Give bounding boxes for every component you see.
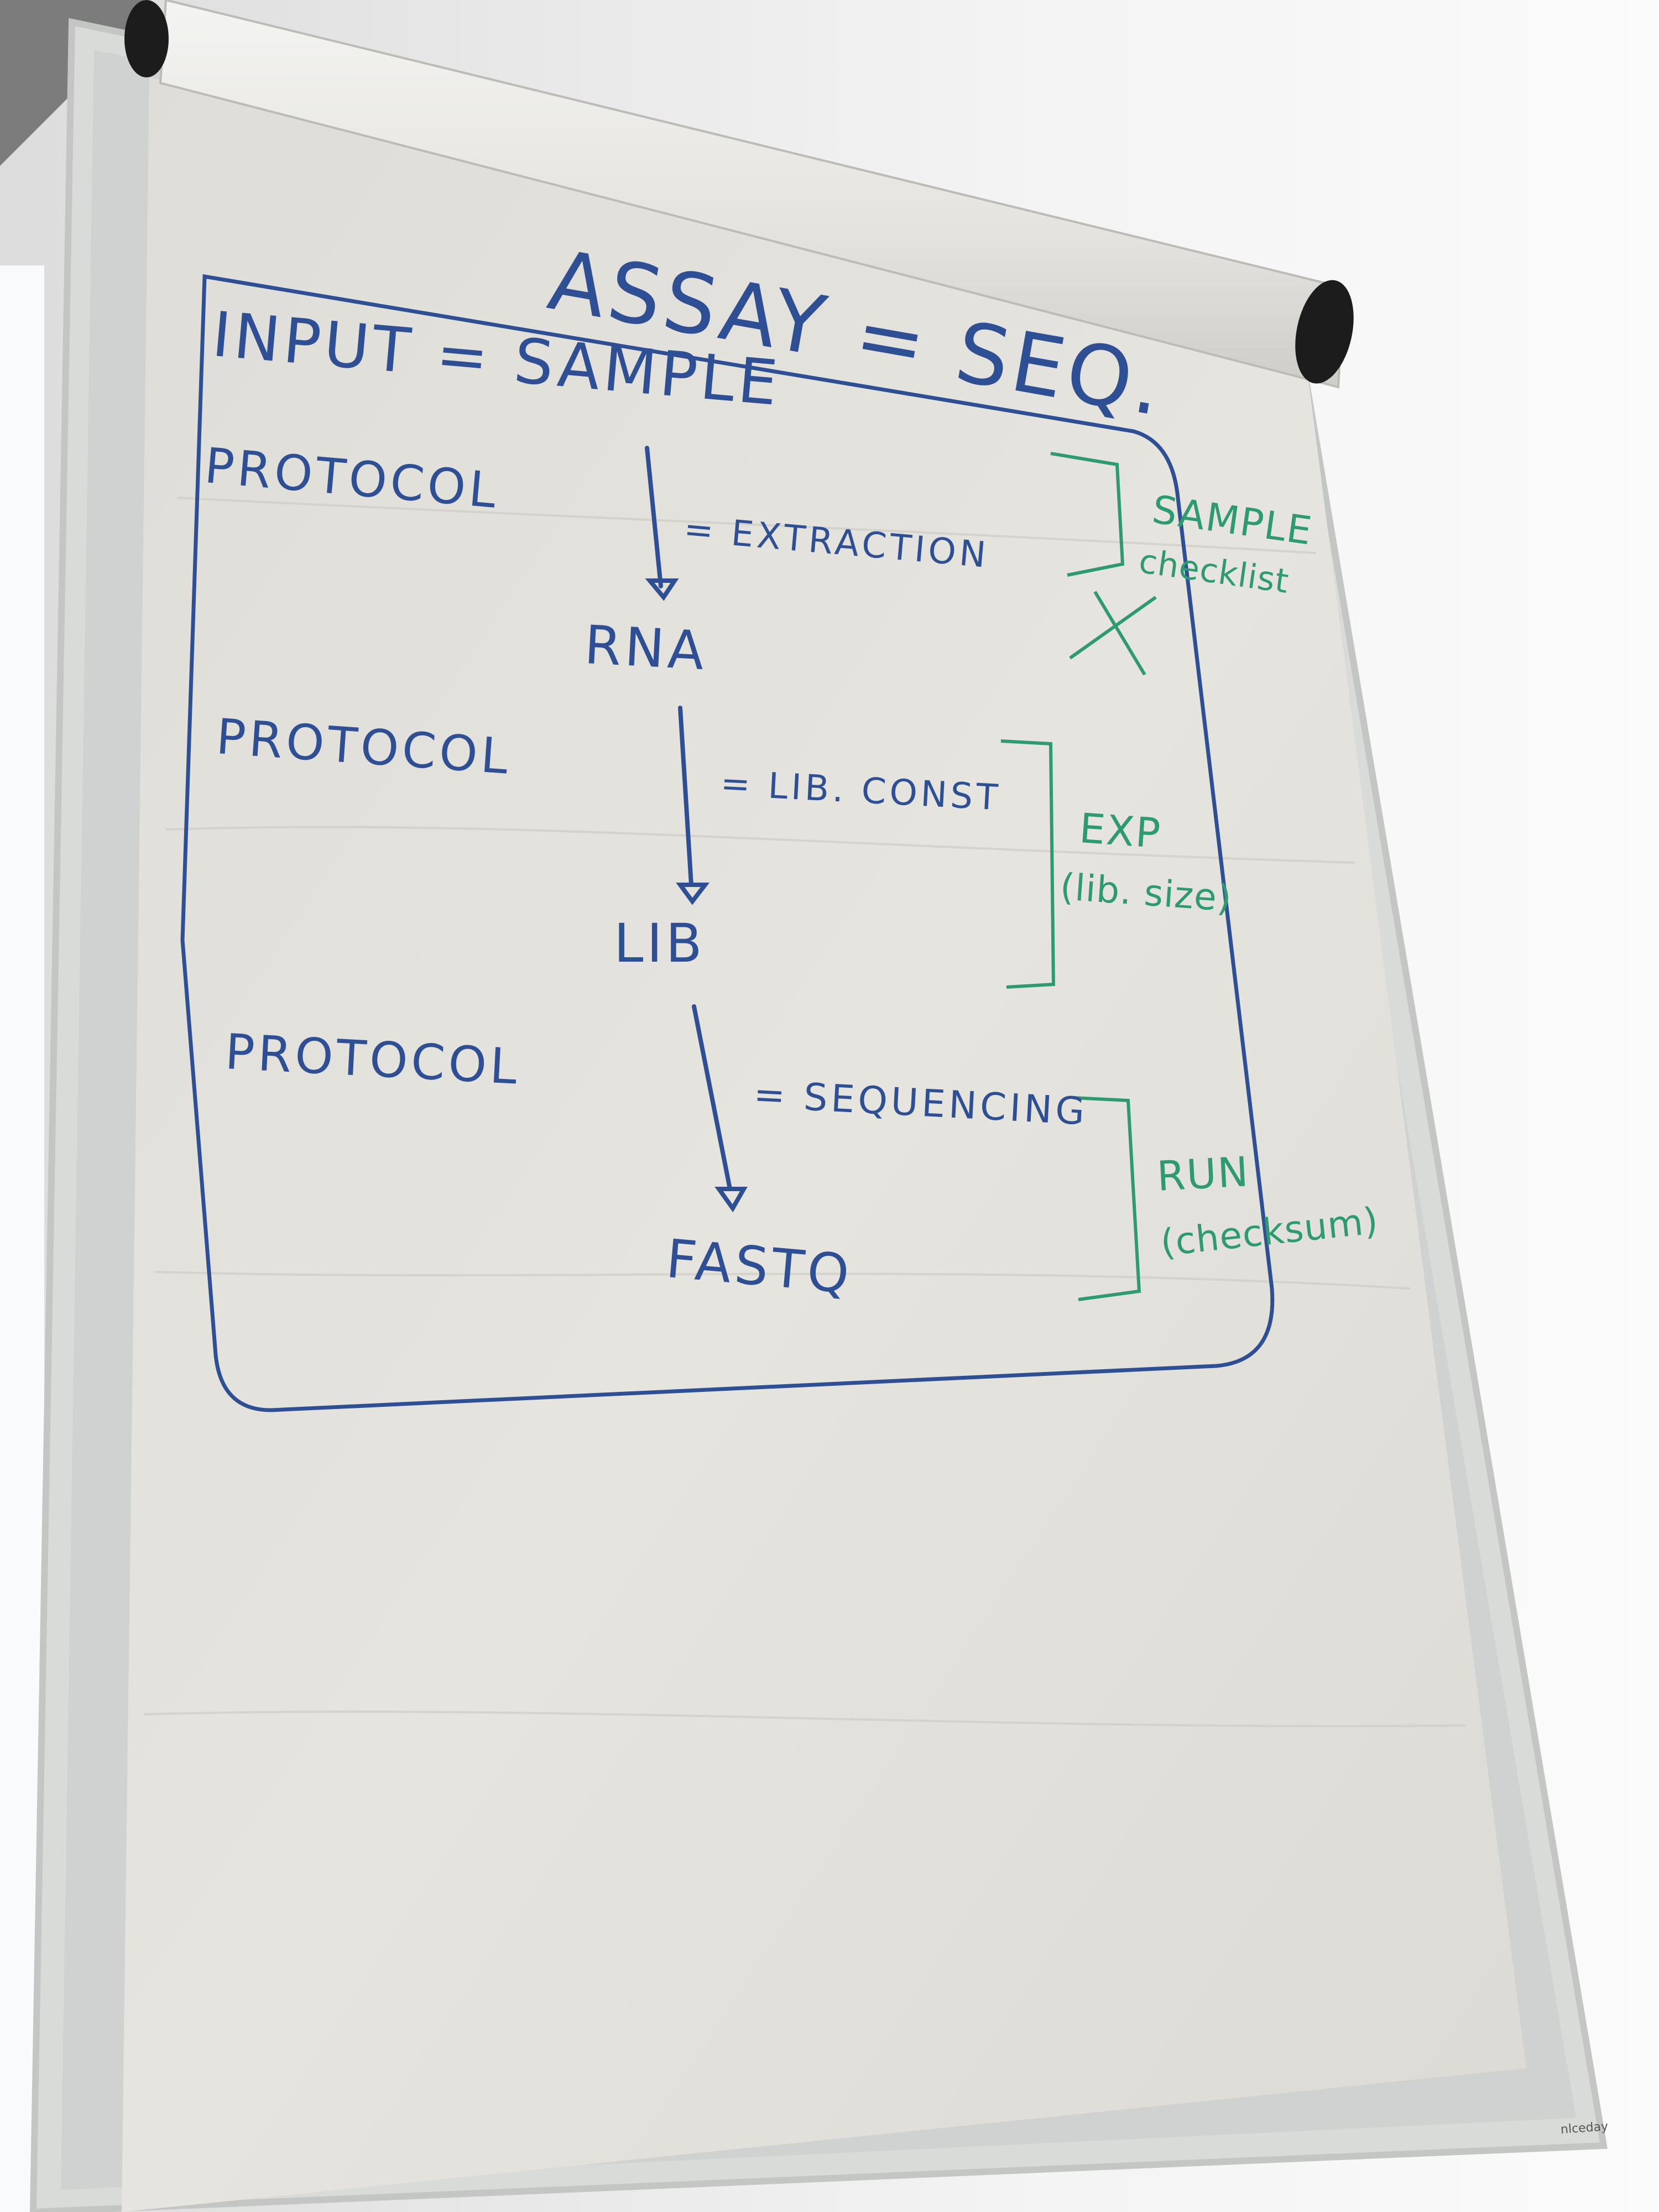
side-note-3-line1: RUN <box>1156 1148 1251 1201</box>
roll-clip-left <box>124 0 169 77</box>
paper-sheet <box>122 77 1526 2212</box>
output-label-1: RNA <box>583 614 709 682</box>
green-cross <box>1069 591 1157 676</box>
output-label-2: LIB <box>614 912 706 974</box>
side-note-2-line1: EXP <box>1078 805 1163 858</box>
flow-arrows <box>645 446 748 1213</box>
assay-box <box>180 274 1275 1412</box>
roll-end-cap <box>1295 280 1354 384</box>
green-brackets <box>1000 452 1141 1301</box>
